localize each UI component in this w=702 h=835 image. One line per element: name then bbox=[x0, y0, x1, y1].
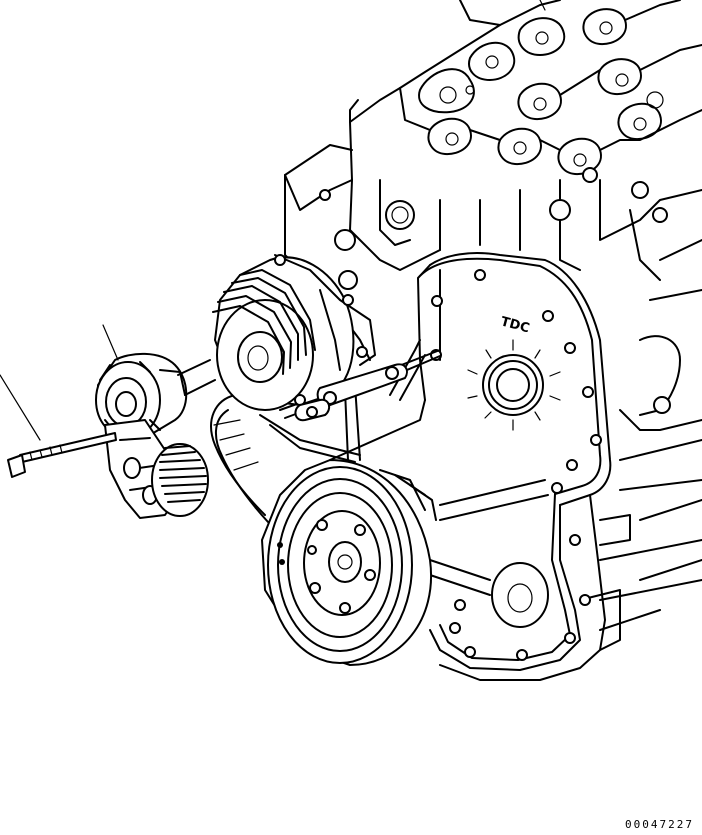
belt-tensioner bbox=[7, 352, 216, 519]
water-pump-pulley bbox=[212, 254, 376, 411]
tdc-mark: TDC bbox=[499, 314, 531, 336]
front-gear-cover bbox=[329, 252, 612, 681]
engine-block bbox=[284, 99, 702, 651]
bolt-leader-line bbox=[0, 374, 41, 441]
crankshaft-damper bbox=[261, 459, 437, 666]
cylinder-head bbox=[284, 0, 702, 211]
drawing-number: 00047227 bbox=[625, 818, 694, 831]
tensioner-leader-line bbox=[102, 324, 119, 361]
belt-idlers bbox=[294, 363, 408, 422]
leader-lines bbox=[0, 324, 119, 441]
